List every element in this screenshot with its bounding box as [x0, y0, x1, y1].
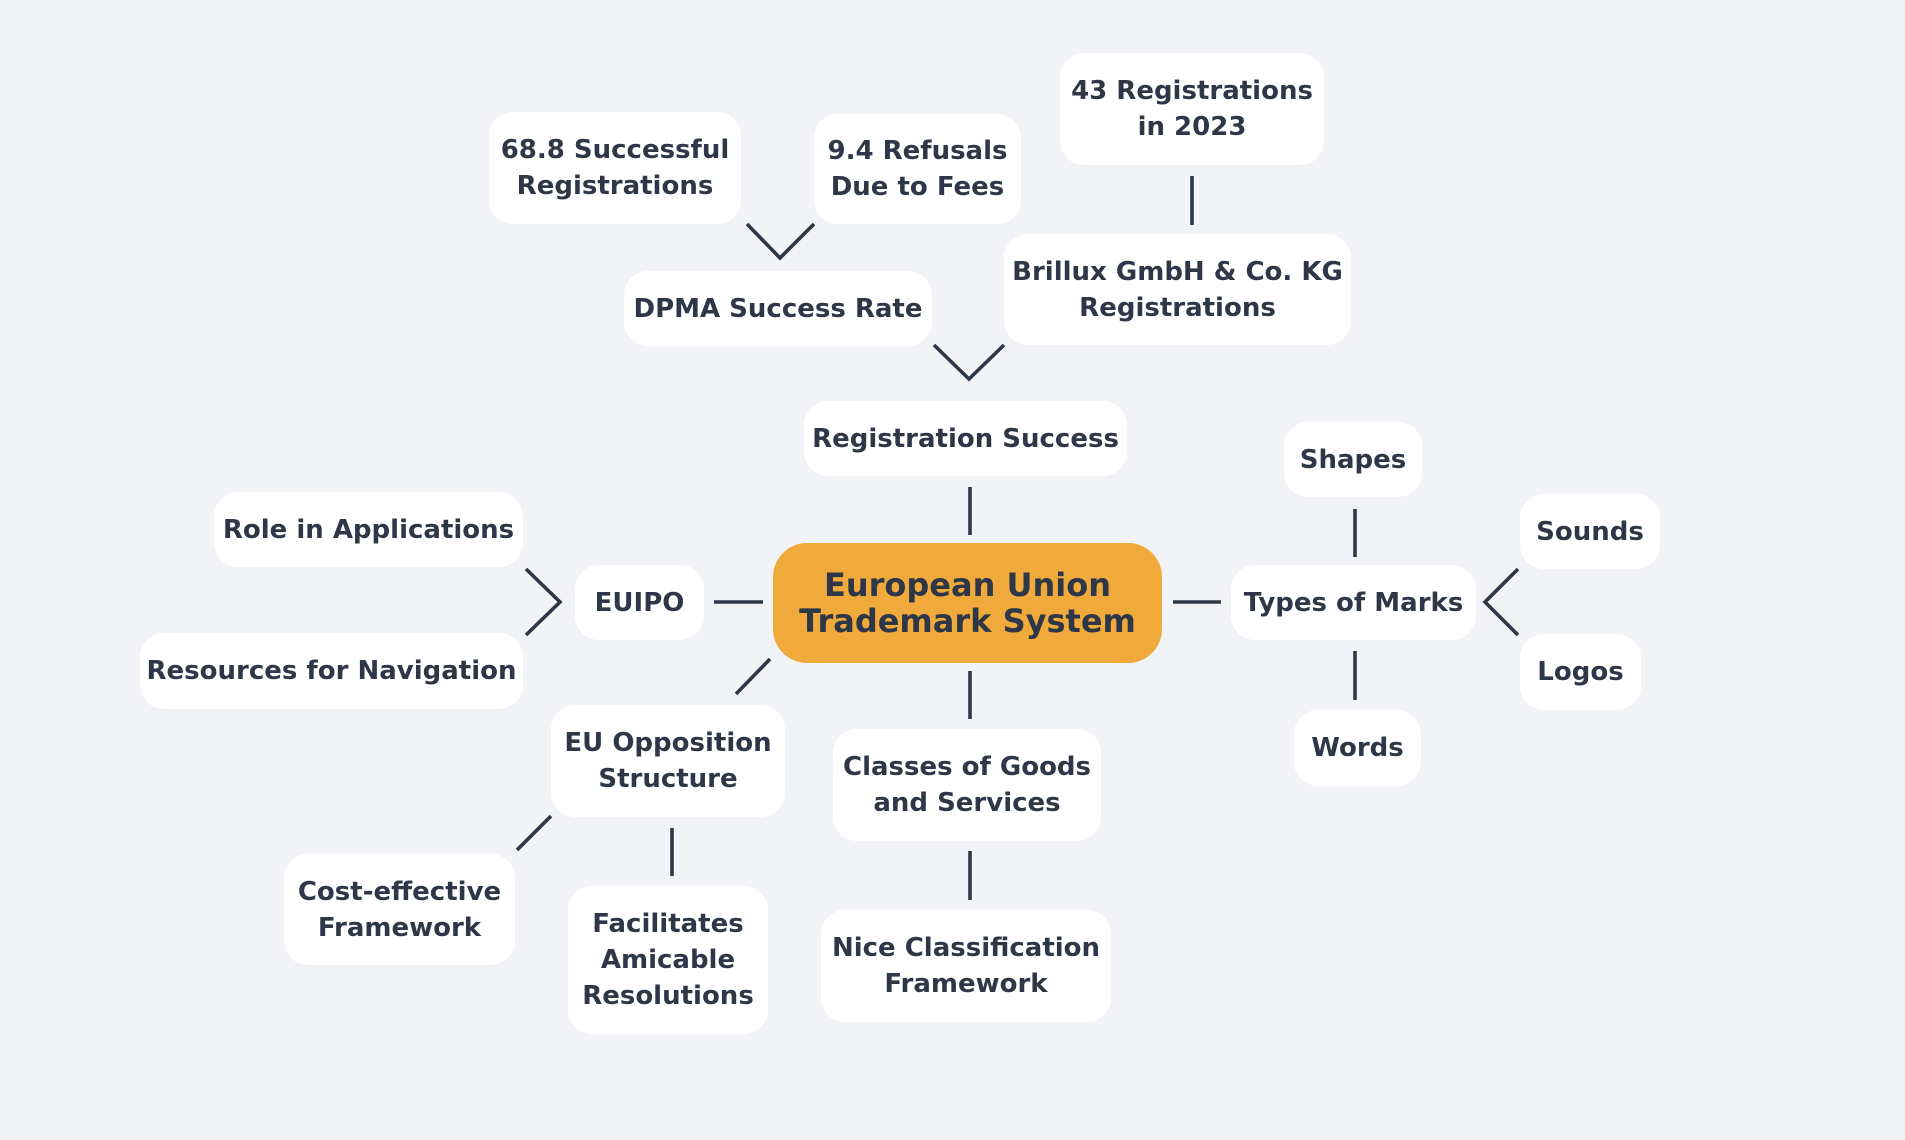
dpma-success-rate-node[interactable]: DPMA Success Rate	[624, 271, 932, 346]
edge-euipo-children	[524, 567, 563, 637]
nice-classification-framework-node[interactable]: Nice Classification Framework	[821, 910, 1111, 1022]
logos-node[interactable]: Logos	[1520, 634, 1641, 710]
role-in-applications-node[interactable]: Role in Applications	[214, 492, 523, 567]
edge-dpma-children	[745, 222, 816, 261]
facilitates-amicable-resolutions-node[interactable]: Facilitates Amicable Resolutions	[568, 886, 768, 1034]
brillux-registrations-node[interactable]: Brillux GmbH & Co. KG Registrations	[1004, 234, 1351, 345]
eu-opposition-structure-node[interactable]: EU Opposition Structure	[551, 705, 785, 817]
cost-effective-framework-node[interactable]: Cost-effective Framework	[284, 854, 515, 965]
types-of-marks-node[interactable]: Types of Marks	[1231, 565, 1476, 640]
resources-for-navigation-node[interactable]: Resources for Navigation	[140, 633, 523, 709]
words-node[interactable]: Words	[1294, 710, 1421, 786]
successful-registrations-node[interactable]: 68.8 Successful Registrations	[489, 112, 741, 224]
edge-opposition-costeffective	[515, 814, 553, 852]
registration-success-node[interactable]: Registration Success	[804, 401, 1127, 476]
classes-of-goods-and-services-node[interactable]: Classes of Goods and Services	[833, 729, 1101, 841]
edge-registration-children	[932, 343, 1006, 382]
sounds-node[interactable]: Sounds	[1520, 494, 1660, 569]
edge-center-opposition	[734, 657, 772, 696]
refusals-due-to-fees-node[interactable]: 9.4 Refusals Due to Fees	[814, 114, 1021, 224]
central-topic-node[interactable]: European Union Trademark System	[773, 543, 1162, 663]
euipo-node[interactable]: EUIPO	[575, 565, 704, 640]
registrations-2023-node[interactable]: 43 Registrations in 2023	[1060, 53, 1324, 165]
shapes-node[interactable]: Shapes	[1284, 422, 1422, 497]
edge-types-children	[1482, 567, 1520, 637]
